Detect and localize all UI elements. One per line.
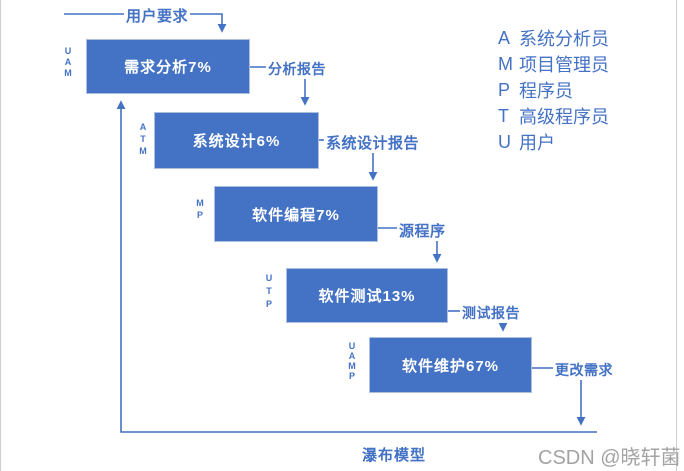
role-letter: A bbox=[64, 57, 72, 67]
stage-roles-software-coding: M P bbox=[192, 197, 208, 221]
output-label-test-report: 测试报告 bbox=[460, 303, 522, 323]
stage-roles-requirements-analysis: U A M bbox=[60, 46, 76, 79]
input-label: 用户要求 bbox=[124, 5, 191, 26]
legend-key: M bbox=[498, 53, 513, 74]
legend-key: T bbox=[498, 105, 509, 126]
legend-label: 系统分析员 bbox=[519, 29, 609, 49]
stage-box-label: 系统设计6% bbox=[192, 133, 281, 150]
diagram-caption: 瀑布模型 bbox=[362, 447, 427, 464]
stage-box-software-coding: 软件编程7% bbox=[214, 186, 378, 242]
legend-row-user: U 用户 bbox=[498, 129, 609, 155]
role-letter: M bbox=[196, 198, 204, 208]
role-letter: M bbox=[139, 146, 147, 156]
role-letter: T bbox=[140, 134, 146, 144]
stage-roles-software-maintenance: U A M P bbox=[344, 341, 360, 381]
role-legend: A 系统分析员 M 项目管理员 P 程序员 T 高级程序员 U 用户 bbox=[498, 25, 609, 155]
legend-row-project-manager: M 项目管理员 bbox=[498, 51, 609, 77]
role-letter: P bbox=[196, 210, 203, 220]
output-label-change-requirements: 更改需求 bbox=[553, 360, 615, 380]
left-frame-edge bbox=[0, 0, 1, 471]
role-letter: U bbox=[265, 273, 273, 283]
right-frame-edge bbox=[676, 0, 677, 471]
stage-roles-system-design: A T M bbox=[135, 121, 151, 157]
legend-key: P bbox=[498, 79, 511, 100]
legend-key: U bbox=[498, 131, 511, 152]
stage-box-label: 软件维护67% bbox=[401, 357, 500, 375]
role-letter: A bbox=[348, 351, 356, 361]
legend-label: 高级程序员 bbox=[519, 107, 609, 127]
stage-box-label: 需求分析7% bbox=[124, 59, 212, 76]
legend-row-analyst: A 系统分析员 bbox=[498, 25, 609, 51]
legend-row-senior-programmer: T 高级程序员 bbox=[498, 103, 609, 129]
role-letter: M bbox=[348, 361, 356, 371]
stage-box-label: 软件编程7% bbox=[252, 206, 340, 224]
feedback-return-arrow bbox=[116, 100, 597, 433]
output-label-analysis-report: 分析报告 bbox=[266, 59, 328, 79]
role-letter: P bbox=[348, 371, 355, 381]
role-letter: M bbox=[64, 68, 72, 78]
role-letter: P bbox=[265, 299, 272, 309]
legend-key: A bbox=[498, 27, 511, 48]
stage-roles-software-testing: U T P bbox=[261, 272, 277, 311]
role-letter: U bbox=[64, 46, 72, 56]
role-letter: U bbox=[348, 341, 356, 351]
stage-box-software-maintenance: 软件维护67% bbox=[369, 337, 532, 393]
legend-row-programmer: P 程序员 bbox=[498, 77, 609, 103]
legend-label: 用户 bbox=[519, 133, 555, 153]
stage-box-software-testing: 软件测试13% bbox=[286, 268, 448, 323]
role-letter: A bbox=[139, 122, 147, 132]
output-label-source-program: 源程序 bbox=[397, 220, 448, 241]
legend-label: 程序员 bbox=[519, 81, 573, 101]
output-label-system-design-report: 系统设计报告 bbox=[324, 132, 422, 153]
stage-box-system-design: 系统设计6% bbox=[154, 112, 319, 169]
role-letter: T bbox=[266, 286, 272, 296]
legend-label: 项目管理员 bbox=[519, 55, 609, 75]
stage-box-label: 软件测试13% bbox=[318, 288, 416, 305]
stage-box-requirements-analysis: 需求分析7% bbox=[86, 39, 250, 94]
input-arrow bbox=[64, 13, 227, 33]
csdn-watermark: CSDN @晓轩菌 bbox=[538, 447, 681, 469]
